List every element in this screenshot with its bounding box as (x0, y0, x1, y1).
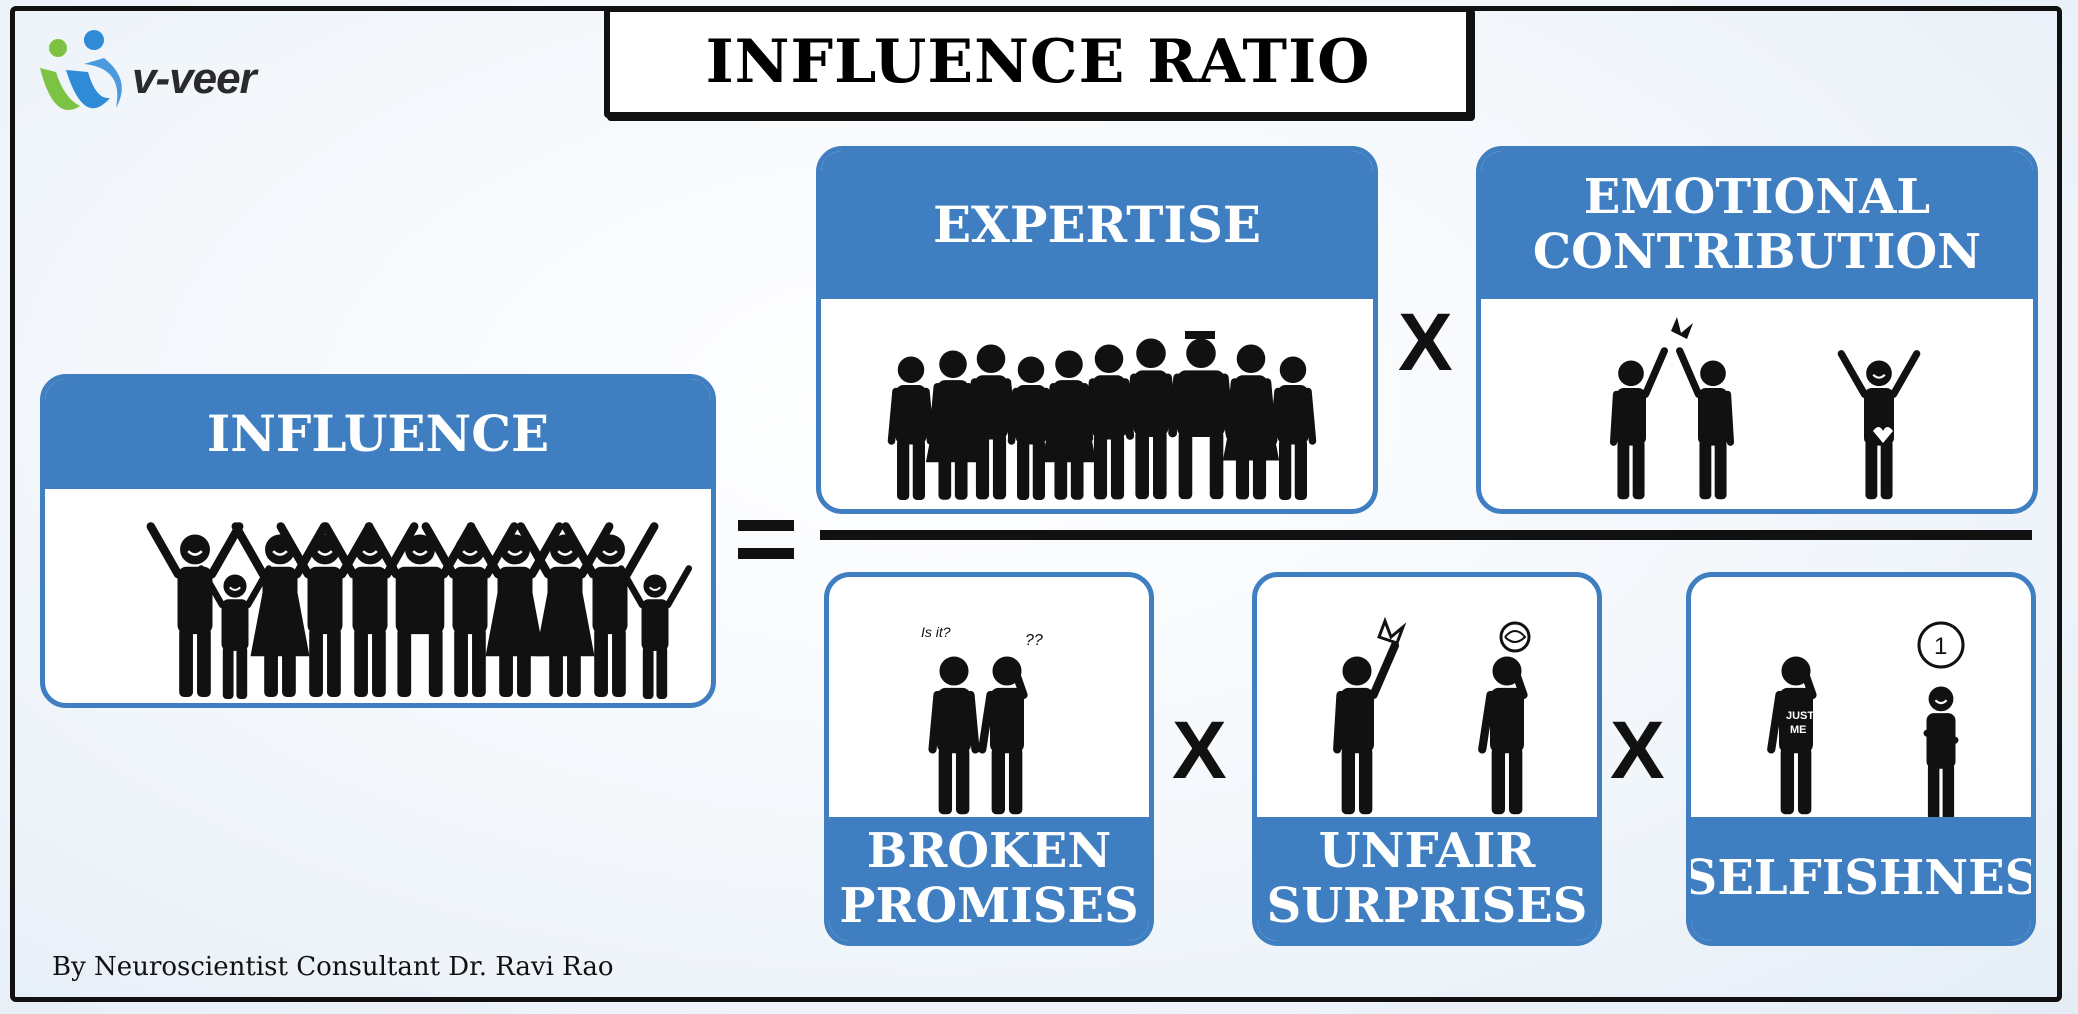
title-box: INFLUENCE RATIO (604, 6, 1472, 118)
unfair-surprises-label: UNFAIR SURPRISES (1257, 817, 1597, 941)
svg-text:1: 1 (1934, 633, 1947, 660)
author-credit: By Neuroscientist Consultant Dr. Ravi Ra… (52, 952, 614, 982)
broken-promises-card: Is it??? BROKEN PROMISES (824, 572, 1154, 946)
svg-text:JUST: JUST (1786, 710, 1814, 722)
multiply-sign-top: X (1398, 297, 1453, 388)
page-title: INFLUENCE RATIO (705, 27, 1371, 97)
multiply-sign-bottom-2: X (1610, 705, 1665, 796)
celebrating-crowd-icon (45, 499, 711, 703)
expertise-label: EXPERTISE (821, 151, 1373, 299)
multiply-sign-bottom-1: X (1172, 705, 1227, 796)
emotional-contribution-label: EMOTIONAL CONTRIBUTION (1481, 151, 2033, 299)
confused-people-icon: Is it??? (829, 597, 1149, 827)
influence-label: INFLUENCE (45, 379, 711, 489)
shocked-people-icon (1257, 597, 1597, 827)
equals-sign-bottom (738, 548, 794, 559)
selfish-people-icon: JUST ME 1 (1691, 597, 2031, 827)
svg-text:??: ?? (1025, 632, 1043, 649)
emotional-contribution-card: EMOTIONAL CONTRIBUTION (1476, 146, 2038, 514)
fraction-bar (820, 530, 2032, 540)
expertise-card: EXPERTISE (816, 146, 1378, 514)
logo (36, 28, 296, 128)
svg-text:ME: ME (1790, 724, 1807, 736)
logo-text: v-veer (132, 54, 257, 103)
svg-text:Is it?: Is it? (921, 624, 951, 640)
selfishness-label: SELFISHNES (1691, 817, 2031, 941)
broken-promises-label: BROKEN PROMISES (829, 817, 1149, 941)
equals-sign-top (738, 520, 794, 531)
unfair-surprises-card: UNFAIR SURPRISES (1252, 572, 1602, 946)
selfishness-card: JUST ME 1 SELFISHNES (1686, 572, 2036, 946)
high-five-people-icon (1481, 311, 2033, 509)
influence-card: INFLUENCE (40, 374, 716, 708)
professionals-group-icon (821, 311, 1373, 509)
logo-mark-icon (40, 30, 122, 111)
